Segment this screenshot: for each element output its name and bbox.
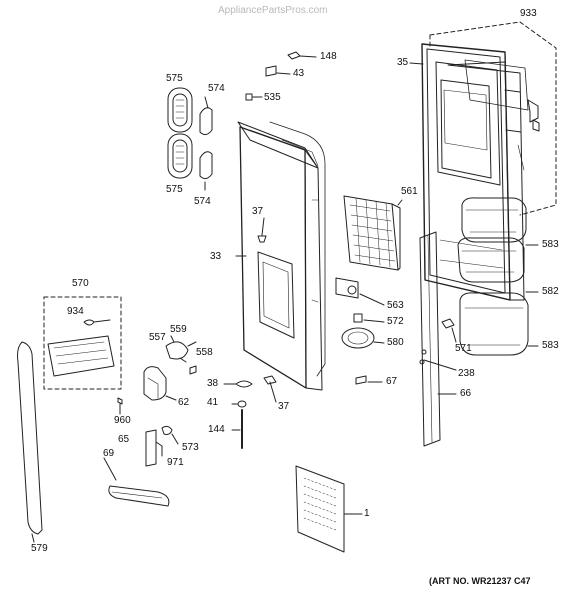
control-module-570 bbox=[43, 296, 122, 390]
callout-561: 561 bbox=[401, 186, 418, 197]
lower-parts bbox=[103, 397, 179, 507]
dispenser-subparts bbox=[143, 217, 277, 449]
callout-558: 558 bbox=[196, 347, 213, 358]
callout-41: 41 bbox=[207, 397, 219, 408]
ice-chute-561 bbox=[343, 195, 403, 271]
callout-580: 580 bbox=[387, 337, 404, 348]
callout-37-upper: 37 bbox=[252, 206, 264, 217]
callout-572: 572 bbox=[387, 316, 404, 327]
callout-570: 570 bbox=[72, 278, 89, 289]
door-assembly-933 bbox=[409, 21, 557, 301]
callout-66: 66 bbox=[460, 388, 472, 399]
callout-559: 559 bbox=[170, 324, 187, 335]
callout-148: 148 bbox=[320, 51, 337, 62]
callout-583-upper: 583 bbox=[542, 239, 559, 250]
callout-1: 1 bbox=[364, 508, 370, 519]
callout-971: 971 bbox=[167, 457, 184, 468]
art-number: (ART NO. WR21237 C47 bbox=[429, 576, 531, 586]
callout-575-top: 575 bbox=[166, 73, 183, 84]
callout-69: 69 bbox=[103, 448, 115, 459]
callout-571: 571 bbox=[455, 343, 472, 354]
callout-557: 557 bbox=[149, 332, 166, 343]
callout-65: 65 bbox=[118, 434, 130, 445]
callout-574-top: 574 bbox=[208, 83, 225, 94]
callout-535: 535 bbox=[264, 92, 281, 103]
callout-579: 579 bbox=[31, 543, 48, 554]
callout-43: 43 bbox=[293, 68, 305, 79]
callout-934: 934 bbox=[67, 306, 84, 317]
callout-574-bottom: 574 bbox=[194, 196, 211, 207]
callout-575-bottom: 575 bbox=[166, 184, 183, 195]
door-mullion-66 bbox=[355, 231, 457, 447]
callout-67: 67 bbox=[386, 376, 398, 387]
callout-583-lower: 583 bbox=[542, 340, 559, 351]
door-bins bbox=[457, 197, 539, 356]
callout-35: 35 bbox=[397, 57, 409, 68]
top-small-parts bbox=[245, 51, 317, 101]
dispenser-housing-33 bbox=[235, 121, 326, 391]
callout-933: 933 bbox=[520, 8, 537, 19]
owners-manual-1 bbox=[295, 465, 363, 553]
watermark: AppliancePartsPros.com bbox=[218, 5, 328, 16]
callout-144: 144 bbox=[208, 424, 225, 435]
callout-238: 238 bbox=[458, 368, 475, 379]
dispenser-paddles bbox=[167, 87, 213, 191]
callout-62: 62 bbox=[178, 397, 190, 408]
door-handle-579 bbox=[17, 341, 43, 543]
callout-563: 563 bbox=[387, 300, 404, 311]
callout-37-lower: 37 bbox=[278, 401, 290, 412]
callout-582: 582 bbox=[542, 286, 559, 297]
auger-motor-parts bbox=[335, 277, 385, 349]
callout-960: 960 bbox=[114, 415, 131, 426]
callout-33: 33 bbox=[210, 251, 222, 262]
callout-38: 38 bbox=[207, 378, 219, 389]
callout-573: 573 bbox=[182, 442, 199, 453]
